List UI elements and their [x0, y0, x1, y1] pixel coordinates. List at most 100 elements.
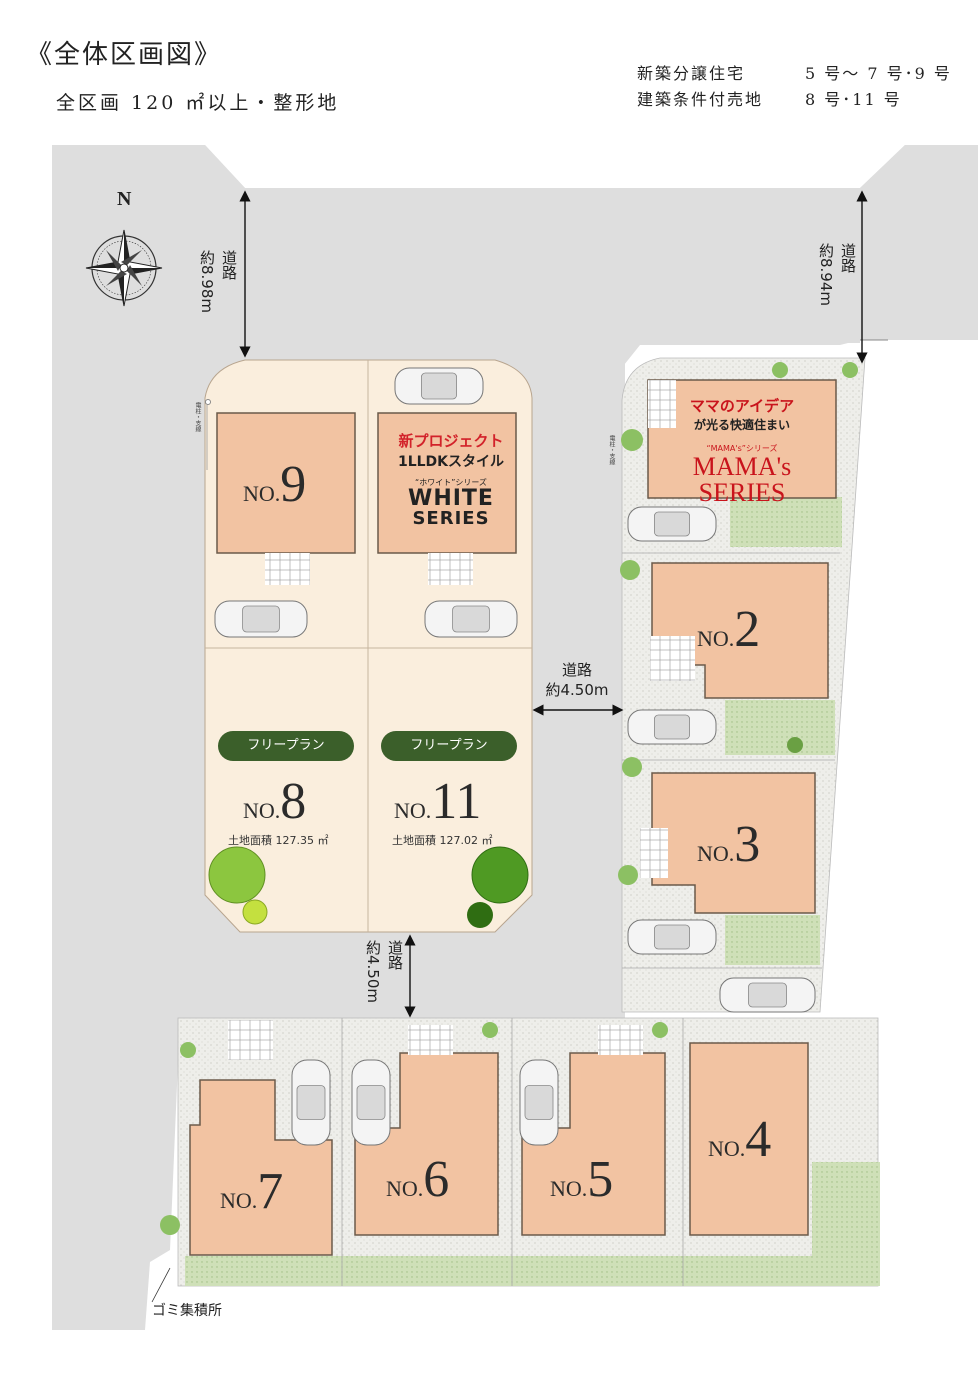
tree [842, 362, 858, 378]
tree [618, 865, 638, 885]
building-4 [689, 1042, 809, 1236]
plot-label-7: NO.7 [220, 1162, 283, 1221]
plot-label-4: NO.4 [708, 1110, 771, 1169]
building-5 [521, 1052, 666, 1236]
dimension-arrows [151, 190, 868, 1303]
plot-number: 4 [745, 1111, 772, 1168]
building-9 [216, 412, 356, 554]
plot-prefix: NO. [697, 626, 735, 651]
plot-label-9: NO.9 [243, 455, 306, 514]
plot-prefix: NO. [386, 1176, 424, 1201]
car-icon [627, 709, 717, 745]
plot-prefix: NO. [243, 798, 281, 823]
south-block [177, 1017, 880, 1287]
info-value: 8 号･11 号 [805, 90, 902, 109]
info-value: 5 号～ 7 号･9 号 [805, 64, 952, 83]
plot-label-5: NO.5 [550, 1150, 613, 1209]
info-label: 建築条件付売地 [637, 90, 764, 109]
plot-number: 7 [257, 1163, 284, 1220]
tree [772, 362, 788, 378]
plot-prefix: NO. [220, 1188, 258, 1213]
tree [467, 902, 493, 928]
building-3 [651, 772, 816, 914]
tree [622, 757, 642, 777]
car-icon [351, 1059, 391, 1146]
road-width-west: 道路 約8.98m [198, 250, 238, 314]
compass-icon [85, 229, 163, 307]
page-title: 《全体区画図》 [26, 40, 223, 70]
road-center [530, 343, 625, 1015]
plot-number: 2 [734, 601, 761, 658]
plot-prefix: NO. [243, 481, 281, 506]
plot-number: 9 [280, 456, 307, 513]
car-icon [394, 367, 484, 405]
mamas-series-promo: ママのアイデア が光る快適住まい “MAMA's”シリーズ MAMA's SER… [652, 395, 832, 506]
road-width-south: 道路 約4.50m [364, 940, 404, 1004]
tree [787, 737, 803, 753]
building-7 [189, 1079, 333, 1256]
plot-number: 6 [423, 1151, 450, 1208]
promo-headline: 新プロジェクト [398, 432, 504, 450]
free-plan-badge-8: フリープラン [218, 731, 354, 761]
page-subtitle: 全区画 120 ㎡以上・整形地 [56, 92, 340, 114]
info-row: 建築条件付売地 8 号･11 号 [637, 86, 902, 110]
trees [160, 362, 858, 1235]
car-icon [291, 1059, 331, 1146]
promo-tagline: が光る快適住まい [693, 418, 790, 432]
plot-label-6: NO.6 [386, 1150, 449, 1209]
plot-area-8: 土地面積 127.35 ㎡ [228, 834, 329, 847]
building-6 [354, 1052, 499, 1236]
road-width-center: 道路 約4.50m [545, 661, 609, 699]
tree [160, 1215, 180, 1235]
car-icon [719, 977, 816, 1013]
plot-number: 5 [587, 1151, 614, 1208]
plot-label-8: NO.8 [243, 772, 306, 831]
free-plan-badge-11: フリープラン [381, 731, 517, 761]
info-row: 新築分譲住宅 5 号～ 7 号･9 号 [637, 60, 952, 84]
promo-logo: MAMA's SERIES [692, 452, 792, 507]
promo-series-kana: “ホワイト”シリーズ [415, 478, 487, 487]
tree [471, 846, 529, 904]
car-icon [214, 600, 308, 638]
plot-label-2: NO.2 [697, 600, 760, 659]
promo-headline: ママのアイデア [689, 397, 795, 415]
garbage-collection-label: ゴミ集積所 [152, 1303, 222, 1319]
road-north [52, 188, 978, 343]
cars [214, 367, 816, 1146]
plot-number: 11 [431, 773, 482, 830]
plot-prefix: NO. [394, 798, 432, 823]
plot-prefix: NO. [697, 841, 735, 866]
plot-number: 3 [734, 816, 761, 873]
promo-logo-line1: WHITE [408, 486, 494, 511]
tree [621, 429, 643, 451]
tree [482, 1022, 498, 1038]
plot-label-11: NO.11 [394, 772, 481, 831]
utility-pole-label: 電柱・支線 [194, 402, 201, 432]
car-icon [424, 600, 518, 638]
tree [652, 1022, 668, 1038]
west-block [204, 359, 533, 933]
tree [208, 846, 266, 904]
plot-area-11: 土地面積 127.02 ㎡ [392, 834, 493, 847]
compass-north-label: N [117, 188, 132, 210]
tree [620, 560, 640, 580]
plot-number: 8 [280, 773, 307, 830]
building-mama [647, 379, 837, 499]
utility-pole-label: 電柱・支線 [608, 435, 615, 465]
plot-label-3: NO.3 [697, 815, 760, 874]
car-icon [627, 506, 717, 542]
tree [180, 1042, 196, 1058]
info-label: 新築分譲住宅 [637, 64, 746, 83]
plot-prefix: NO. [708, 1136, 746, 1161]
promo-series-kana: “MAMA's”シリーズ [706, 444, 778, 453]
building-white [377, 412, 517, 554]
road-south [125, 930, 625, 1018]
tree [242, 899, 268, 925]
white-series-promo: 新プロジェクト 1LLDKスタイル “ホワイト”シリーズ WHITE SERIE… [383, 430, 519, 528]
plot-prefix: NO. [550, 1176, 588, 1201]
road-width-east: 道路 約8.94m [817, 243, 857, 307]
car-icon [627, 919, 717, 955]
car-icon [519, 1059, 559, 1146]
promo-logo-line2: SERIES [412, 508, 490, 529]
